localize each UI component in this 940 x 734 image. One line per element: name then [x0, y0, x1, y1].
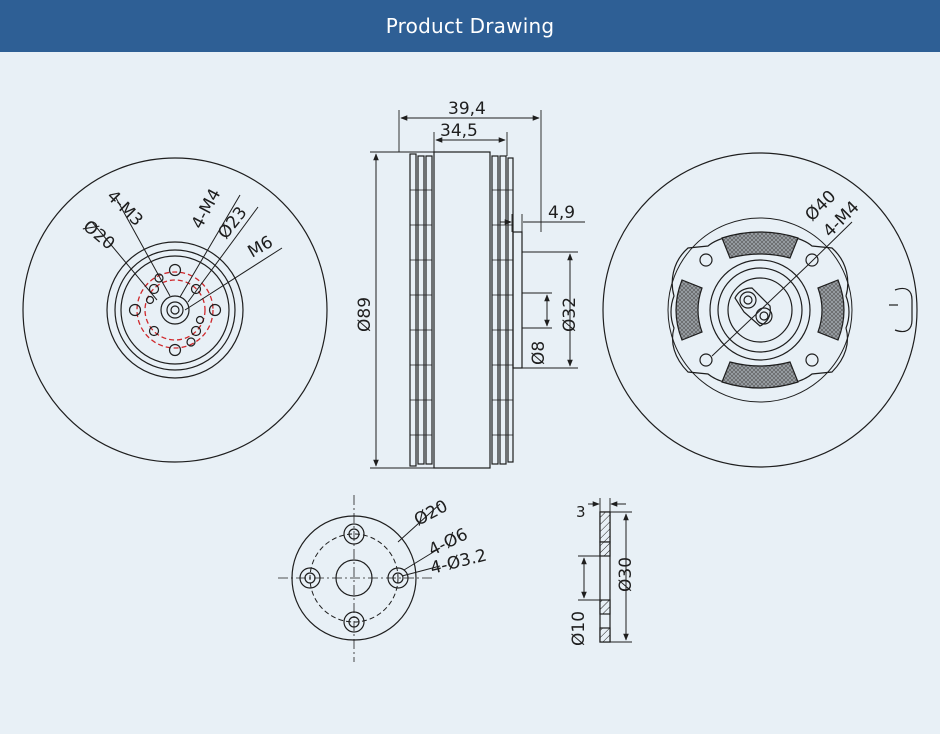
- front-m4-hole: [168, 263, 182, 277]
- rear-vent-bottom: [721, 361, 799, 389]
- front-shaft-core: [170, 305, 180, 315]
- leader-line: [807, 221, 853, 266]
- leader-line: [179, 194, 241, 298]
- rear-vent-right: [817, 279, 845, 341]
- label-shaft-length: 4,9: [548, 203, 575, 223]
- label-diameter-32: Ø32: [560, 297, 580, 332]
- mount-plate-labels: Ø20 4-Ø6 4-Ø3.2: [411, 496, 489, 579]
- label-diameter-8: Ø8: [529, 341, 549, 365]
- rear-shaft-core: [759, 311, 769, 321]
- leader-line: [115, 197, 171, 297]
- leader-line: [187, 206, 259, 303]
- front-m3-hole: [190, 283, 202, 295]
- label-section-d10: Ø10: [569, 611, 589, 646]
- rear-m4-hole: [699, 253, 713, 267]
- label-4-m3: 4-M3: [102, 186, 146, 230]
- label-width-body: 34,5: [440, 121, 478, 141]
- rear-vent-left: [675, 279, 703, 341]
- rear-m4-hole: [805, 253, 819, 267]
- section-hatch-top: [599, 511, 611, 543]
- rear-hub-inner: [727, 277, 793, 343]
- front-m4-hole: [168, 343, 182, 357]
- rear-hub-ring: [717, 267, 803, 353]
- front-pcd-23-circle: [136, 271, 214, 349]
- label-diameter-89: Ø89: [355, 297, 375, 332]
- leader-line: [711, 264, 809, 357]
- front-m3-hole: [190, 325, 202, 337]
- front-outer-circle: [22, 157, 328, 463]
- rear-m4-hole: [699, 353, 713, 367]
- front-labels: 4-M3 Ø20 4-M4 Ø23 M6: [79, 185, 277, 262]
- section-hatch-3: [599, 599, 611, 615]
- label-width-total: 39,4: [448, 99, 486, 119]
- leader-line: [403, 547, 441, 571]
- mount-plate-view: [278, 495, 441, 662]
- page-header: Product Drawing: [0, 0, 940, 52]
- rear-cable-notch: [894, 287, 913, 333]
- front-m3-hole: [195, 315, 205, 325]
- section-extension-lines: [578, 498, 632, 643]
- rear-bearing-core: [743, 295, 753, 305]
- section-hatch-2: [599, 541, 611, 557]
- front-hub-inner: [120, 255, 230, 365]
- rear-vent-top: [721, 231, 799, 259]
- mount-section-labels: 3 Ø30 Ø10: [569, 503, 636, 646]
- front-shaft-outer: [160, 295, 190, 325]
- side-flange-left-3: [425, 155, 433, 465]
- label-thickness: 3: [576, 503, 586, 521]
- page-title: Product Drawing: [385, 14, 555, 38]
- side-flange-left-2: [417, 155, 425, 465]
- front-m3-hole: [186, 337, 196, 347]
- side-extension-lines: [370, 110, 578, 469]
- side-shaft-stub: [512, 231, 523, 369]
- front-m3-hole: [148, 283, 160, 295]
- side-flange-right-3: [507, 157, 514, 463]
- label-front-d20: Ø20: [79, 217, 119, 255]
- label-plate-d20: Ø20: [411, 496, 451, 530]
- side-view: [370, 110, 585, 469]
- rear-bearing: [739, 291, 757, 309]
- rear-hub-outer: [709, 259, 811, 361]
- front-m3-hole: [145, 295, 155, 305]
- side-fins: [410, 189, 513, 436]
- front-shaft-inner: [166, 301, 184, 319]
- front-pcd-20-circle: [144, 279, 206, 341]
- section-hatch-bottom: [599, 627, 611, 643]
- rear-m4-hole: [805, 353, 819, 367]
- front-view: [22, 157, 328, 463]
- front-m3-hole: [154, 273, 164, 283]
- label-section-d30: Ø30: [616, 557, 636, 592]
- leader-line: [184, 247, 283, 311]
- rear-view: [602, 152, 918, 468]
- front-m4-hole: [208, 303, 222, 317]
- side-body: [433, 151, 491, 469]
- rear-bearing-clip: [734, 287, 771, 327]
- side-flange-right-2: [499, 155, 507, 465]
- rear-pcd-40-circle: [667, 217, 853, 403]
- leader-line: [397, 503, 441, 543]
- drawing-canvas: 4-M3 Ø20 4-M4 Ø23 M6: [0, 52, 940, 730]
- front-hub-outer: [106, 241, 244, 379]
- mount-section-view: [578, 498, 632, 643]
- side-flange-left: [409, 153, 417, 467]
- leader-line: [401, 565, 441, 577]
- label-m6: M6: [245, 232, 277, 262]
- rear-shaft: [755, 307, 773, 325]
- product-drawing-svg: 4-M3 Ø20 4-M4 Ø23 M6: [22, 99, 918, 662]
- rear-outer-circle: [602, 152, 918, 468]
- leader-line: [91, 221, 158, 301]
- front-hub-ring: [114, 249, 236, 371]
- side-labels: 39,4 34,5 4,9 Ø89 Ø32 Ø8: [355, 99, 580, 365]
- front-m4-hole: [128, 303, 142, 317]
- plate-centerlines: [278, 495, 432, 662]
- front-m3-hole: [148, 325, 160, 337]
- side-flange-right: [491, 155, 499, 465]
